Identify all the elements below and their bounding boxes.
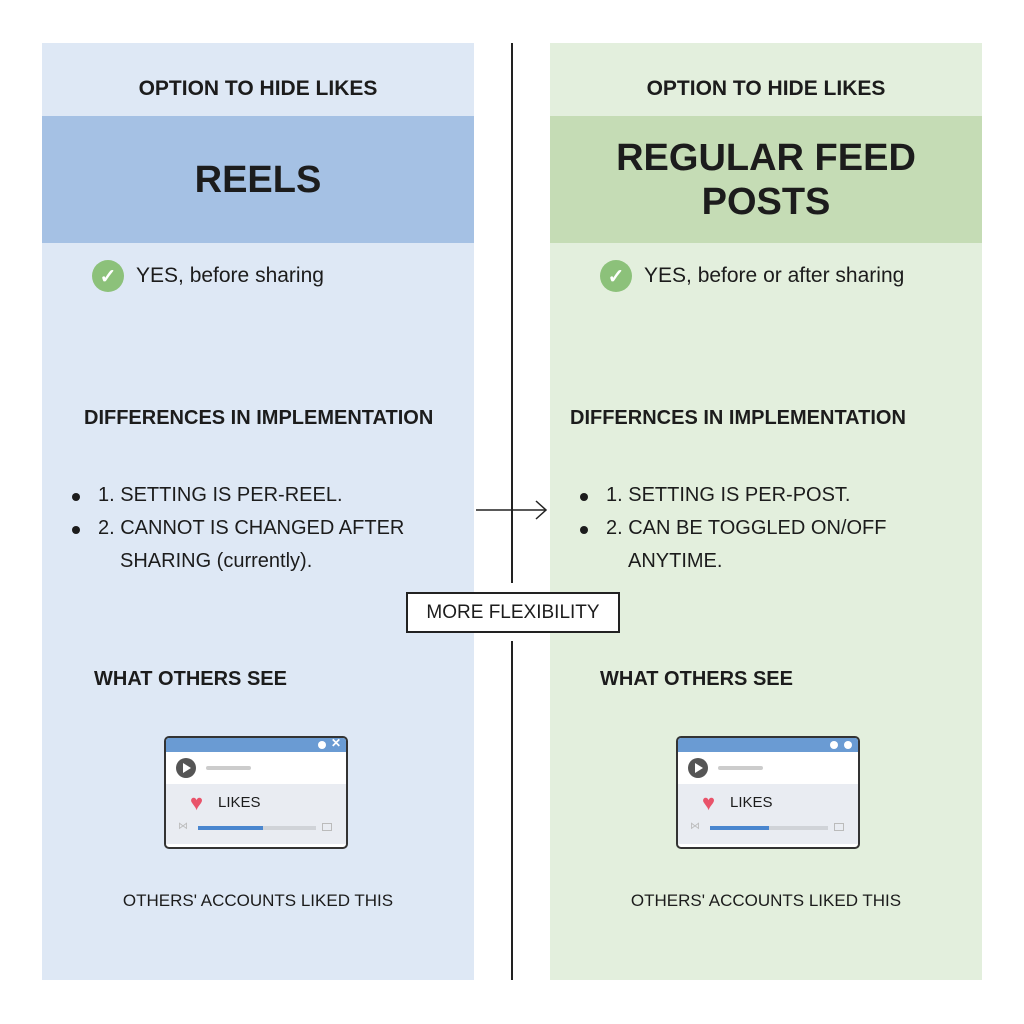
option-label: OPTION TO HIDE LIKES — [138, 77, 378, 100]
preview-window: ✕ ♥ LIKES ⋈ — [164, 736, 348, 849]
feed-posts-panel: OPTION TO HIDE LIKES REGULAR FEED POSTS … — [550, 43, 982, 980]
others-heading: WHAT OTHERS SEE — [94, 668, 287, 690]
dot-icon — [318, 741, 326, 749]
differences-heading: DIFFERNCES IN IMPLEMENTATION — [570, 407, 906, 429]
heart-icon: ♥ — [190, 790, 204, 815]
reels-panel: OPTION TO HIDE LIKES REELS ✓ YES, before … — [42, 43, 474, 980]
preview-window: ♥ LIKES ⋈ — [676, 736, 860, 849]
panel-title: REGULAR FEED POSTS — [550, 116, 982, 243]
caption: OTHERS' ACCOUNTS LIKED THIS — [122, 891, 394, 910]
placeholder-line — [718, 766, 763, 770]
others-heading: WHAT OTHERS SEE — [600, 668, 793, 690]
window-titlebar — [678, 738, 858, 752]
play-icon — [688, 758, 708, 778]
differences-heading: DIFFERENCES IN IMPLEMENTATION — [84, 407, 434, 429]
arrow-right-icon — [476, 500, 548, 520]
more-flexibility-label: MORE FLEXIBILITY — [406, 592, 620, 633]
differences-list: 1. SETTING IS PER-REEL. 2. CANNOT IS CHA… — [72, 479, 472, 578]
progress-bar — [710, 826, 828, 830]
list-item: 1. SETTING IS PER-REEL. — [72, 479, 472, 512]
screen-icon — [834, 823, 844, 831]
differences-list: 1. SETTING IS PER-POST. 2. CAN BE TOGGLE… — [580, 479, 980, 578]
panel-title: REELS — [42, 116, 474, 243]
close-icon: ✕ — [330, 736, 341, 750]
play-icon — [176, 758, 196, 778]
skip-icon: ⋈ — [690, 821, 700, 832]
availability: ✓ YES, before sharing — [92, 260, 324, 292]
center-divider — [511, 43, 513, 583]
skip-icon: ⋈ — [178, 821, 188, 832]
center-divider — [511, 641, 513, 980]
likes-label: LIKES — [730, 794, 773, 811]
option-label: OPTION TO HIDE LIKES — [646, 77, 886, 100]
check-icon: ✓ — [600, 260, 632, 292]
screen-icon — [322, 823, 332, 831]
progress-bar — [198, 826, 316, 830]
list-item: 1. SETTING IS PER-POST. — [580, 479, 980, 512]
likes-label: LIKES — [218, 794, 261, 811]
window-titlebar: ✕ — [166, 738, 346, 752]
check-icon: ✓ — [92, 260, 124, 292]
availability-text: YES, before sharing — [136, 264, 324, 287]
caption: OTHERS' ACCOUNTS LIKED THIS — [630, 891, 902, 910]
dot-icon — [844, 741, 852, 749]
placeholder-line — [206, 766, 251, 770]
dot-icon — [830, 741, 838, 749]
availability: ✓ YES, before or after sharing — [600, 260, 904, 292]
availability-text: YES, before or after sharing — [644, 264, 905, 287]
heart-icon: ♥ — [702, 790, 716, 815]
